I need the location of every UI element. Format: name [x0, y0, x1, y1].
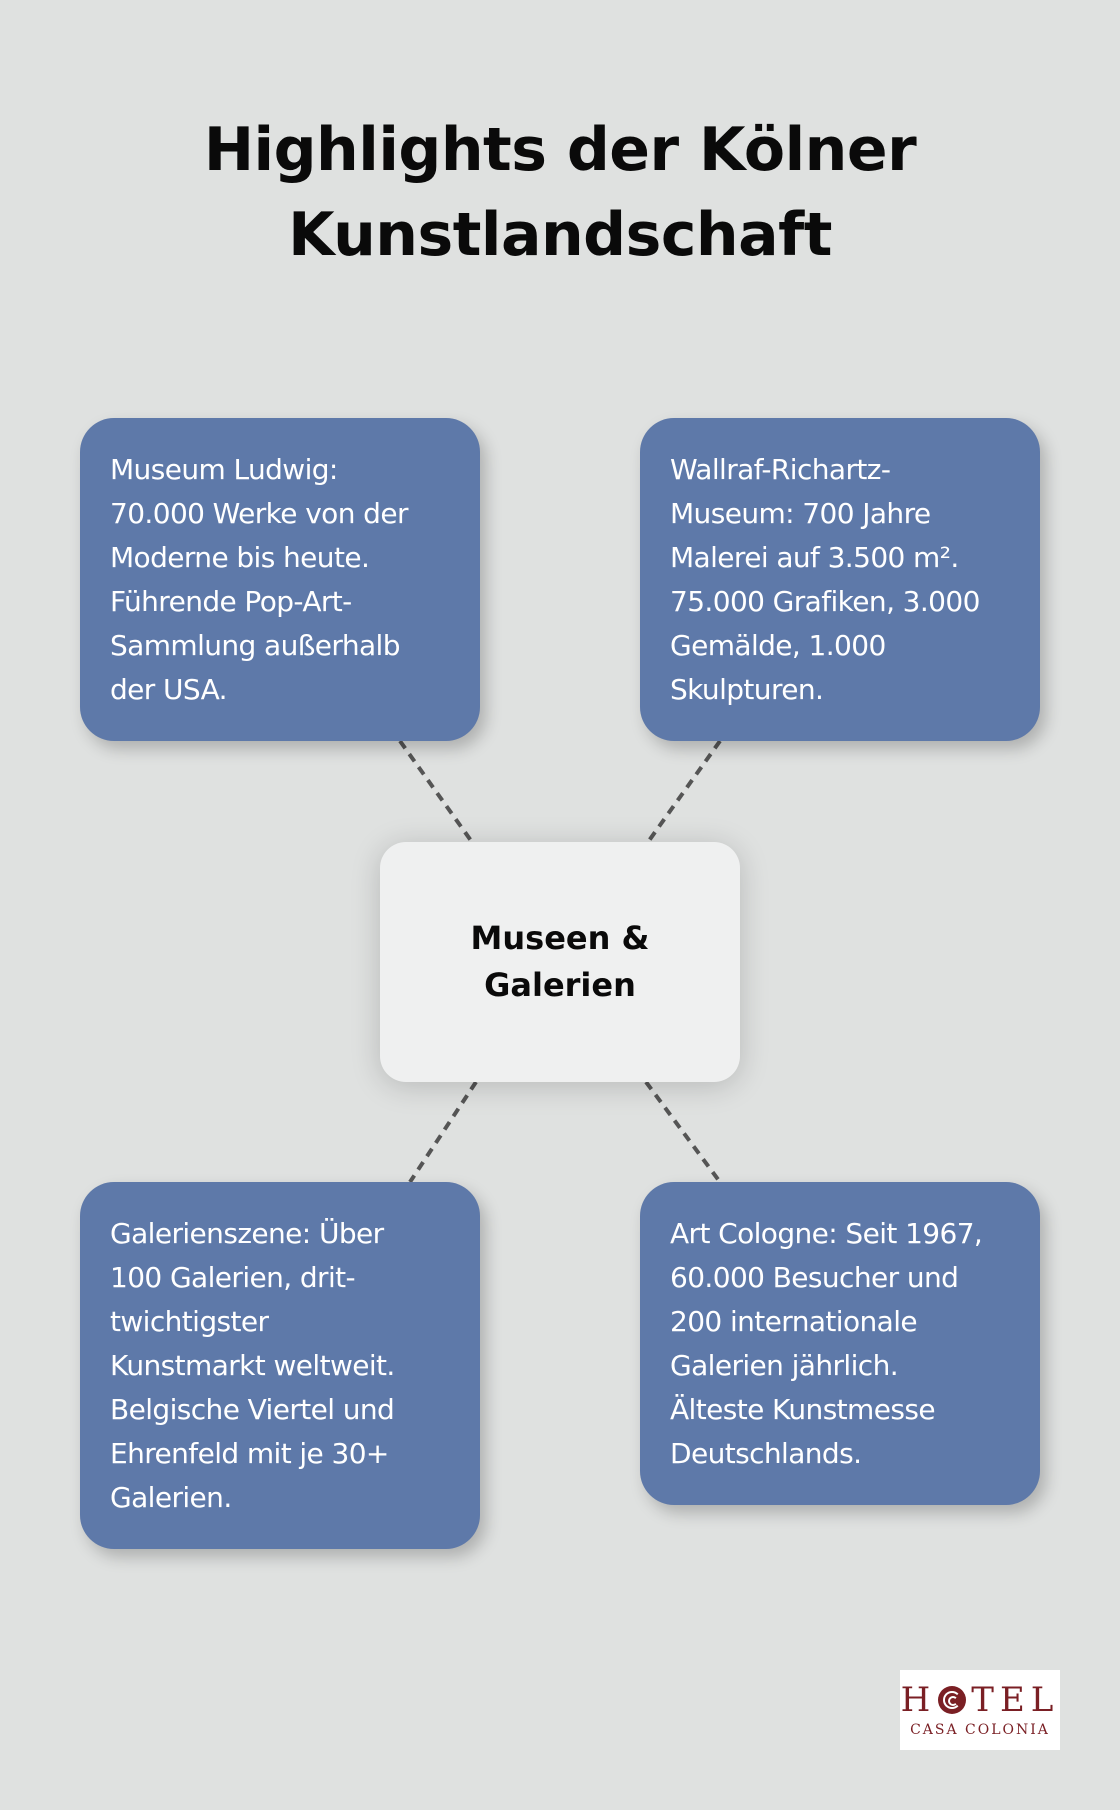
node-galerienszene: Galerienszene: Über 100 Galerien, drit- …	[80, 1182, 480, 1549]
center-line-2: Galerien	[484, 966, 636, 1004]
node-text-line: Skulpturen.	[670, 673, 824, 706]
connector-top-right	[646, 739, 722, 844]
connector-bottom-right	[644, 1080, 722, 1184]
node-text-line: Galerien.	[110, 1481, 232, 1514]
logo-subtitle: CASA COLONIA	[910, 1722, 1050, 1738]
node-text-line: twichtigster	[110, 1305, 269, 1338]
node-text-line: 60.000 Besucher und	[670, 1261, 959, 1294]
node-text-line: Galerien jährlich.	[670, 1349, 899, 1382]
logo-letter-h: H	[900, 1680, 937, 1720]
center-node: Museen & Galerien	[380, 842, 740, 1082]
connector-top-left	[398, 739, 474, 844]
node-text-line: Älteste Kunstmesse	[670, 1393, 936, 1426]
logo-o-swirl-icon	[938, 1686, 967, 1714]
node-text-line: Führende Pop-Art-	[110, 585, 352, 618]
node-text-line: 200 internationale	[670, 1305, 918, 1338]
node-text-line: Deutschlands.	[670, 1437, 862, 1470]
connector-bottom-left	[408, 1080, 478, 1184]
node-text-line: Museum: 700 Jahre	[670, 497, 931, 530]
node-text-line: Kunstmarkt weltweit.	[110, 1349, 395, 1382]
node-museum-ludwig: Museum Ludwig: 70.000 Werke von der Mode…	[80, 418, 480, 741]
title-line-1: Highlights der Kölner	[203, 115, 917, 185]
node-text-line: 70.000 Werke von der	[110, 497, 408, 530]
node-text-line: der USA.	[110, 673, 228, 706]
hotel-logo: H TEL CASA COLONIA	[900, 1670, 1060, 1750]
page-title: Highlights der Kölner Kunstlandschaft	[0, 108, 1120, 278]
logo-wordmark: H TEL	[901, 1682, 1060, 1718]
node-text-line: 100 Galerien, drit-	[110, 1261, 356, 1294]
node-text-line: Art Cologne: Seit 1967,	[670, 1217, 983, 1250]
node-text-line: Malerei auf 3.500 m².	[670, 541, 959, 574]
node-text-line: Galerienszene: Über	[110, 1217, 384, 1250]
node-text-line: Sammlung außerhalb	[110, 629, 400, 662]
node-text-line: Gemälde, 1.000	[670, 629, 886, 662]
logo-letters-tel: TEL	[971, 1680, 1060, 1720]
title-line-2: Kunstlandschaft	[288, 200, 832, 270]
node-text-line: Moderne bis heute.	[110, 541, 370, 574]
node-text-line: Ehrenfeld mit je 30+	[110, 1437, 389, 1470]
node-text-line: Wallraf-Richartz-	[670, 453, 891, 486]
node-text-line: 75.000 Grafiken, 3.000	[670, 585, 980, 618]
node-text-line: Museum Ludwig:	[110, 453, 338, 486]
node-text-line: Belgische Viertel und	[110, 1393, 395, 1426]
node-art-cologne: Art Cologne: Seit 1967, 60.000 Besucher …	[640, 1182, 1040, 1505]
center-line-1: Museen &	[470, 919, 650, 957]
node-wallraf-richartz: Wallraf-Richartz- Museum: 700 Jahre Male…	[640, 418, 1040, 741]
